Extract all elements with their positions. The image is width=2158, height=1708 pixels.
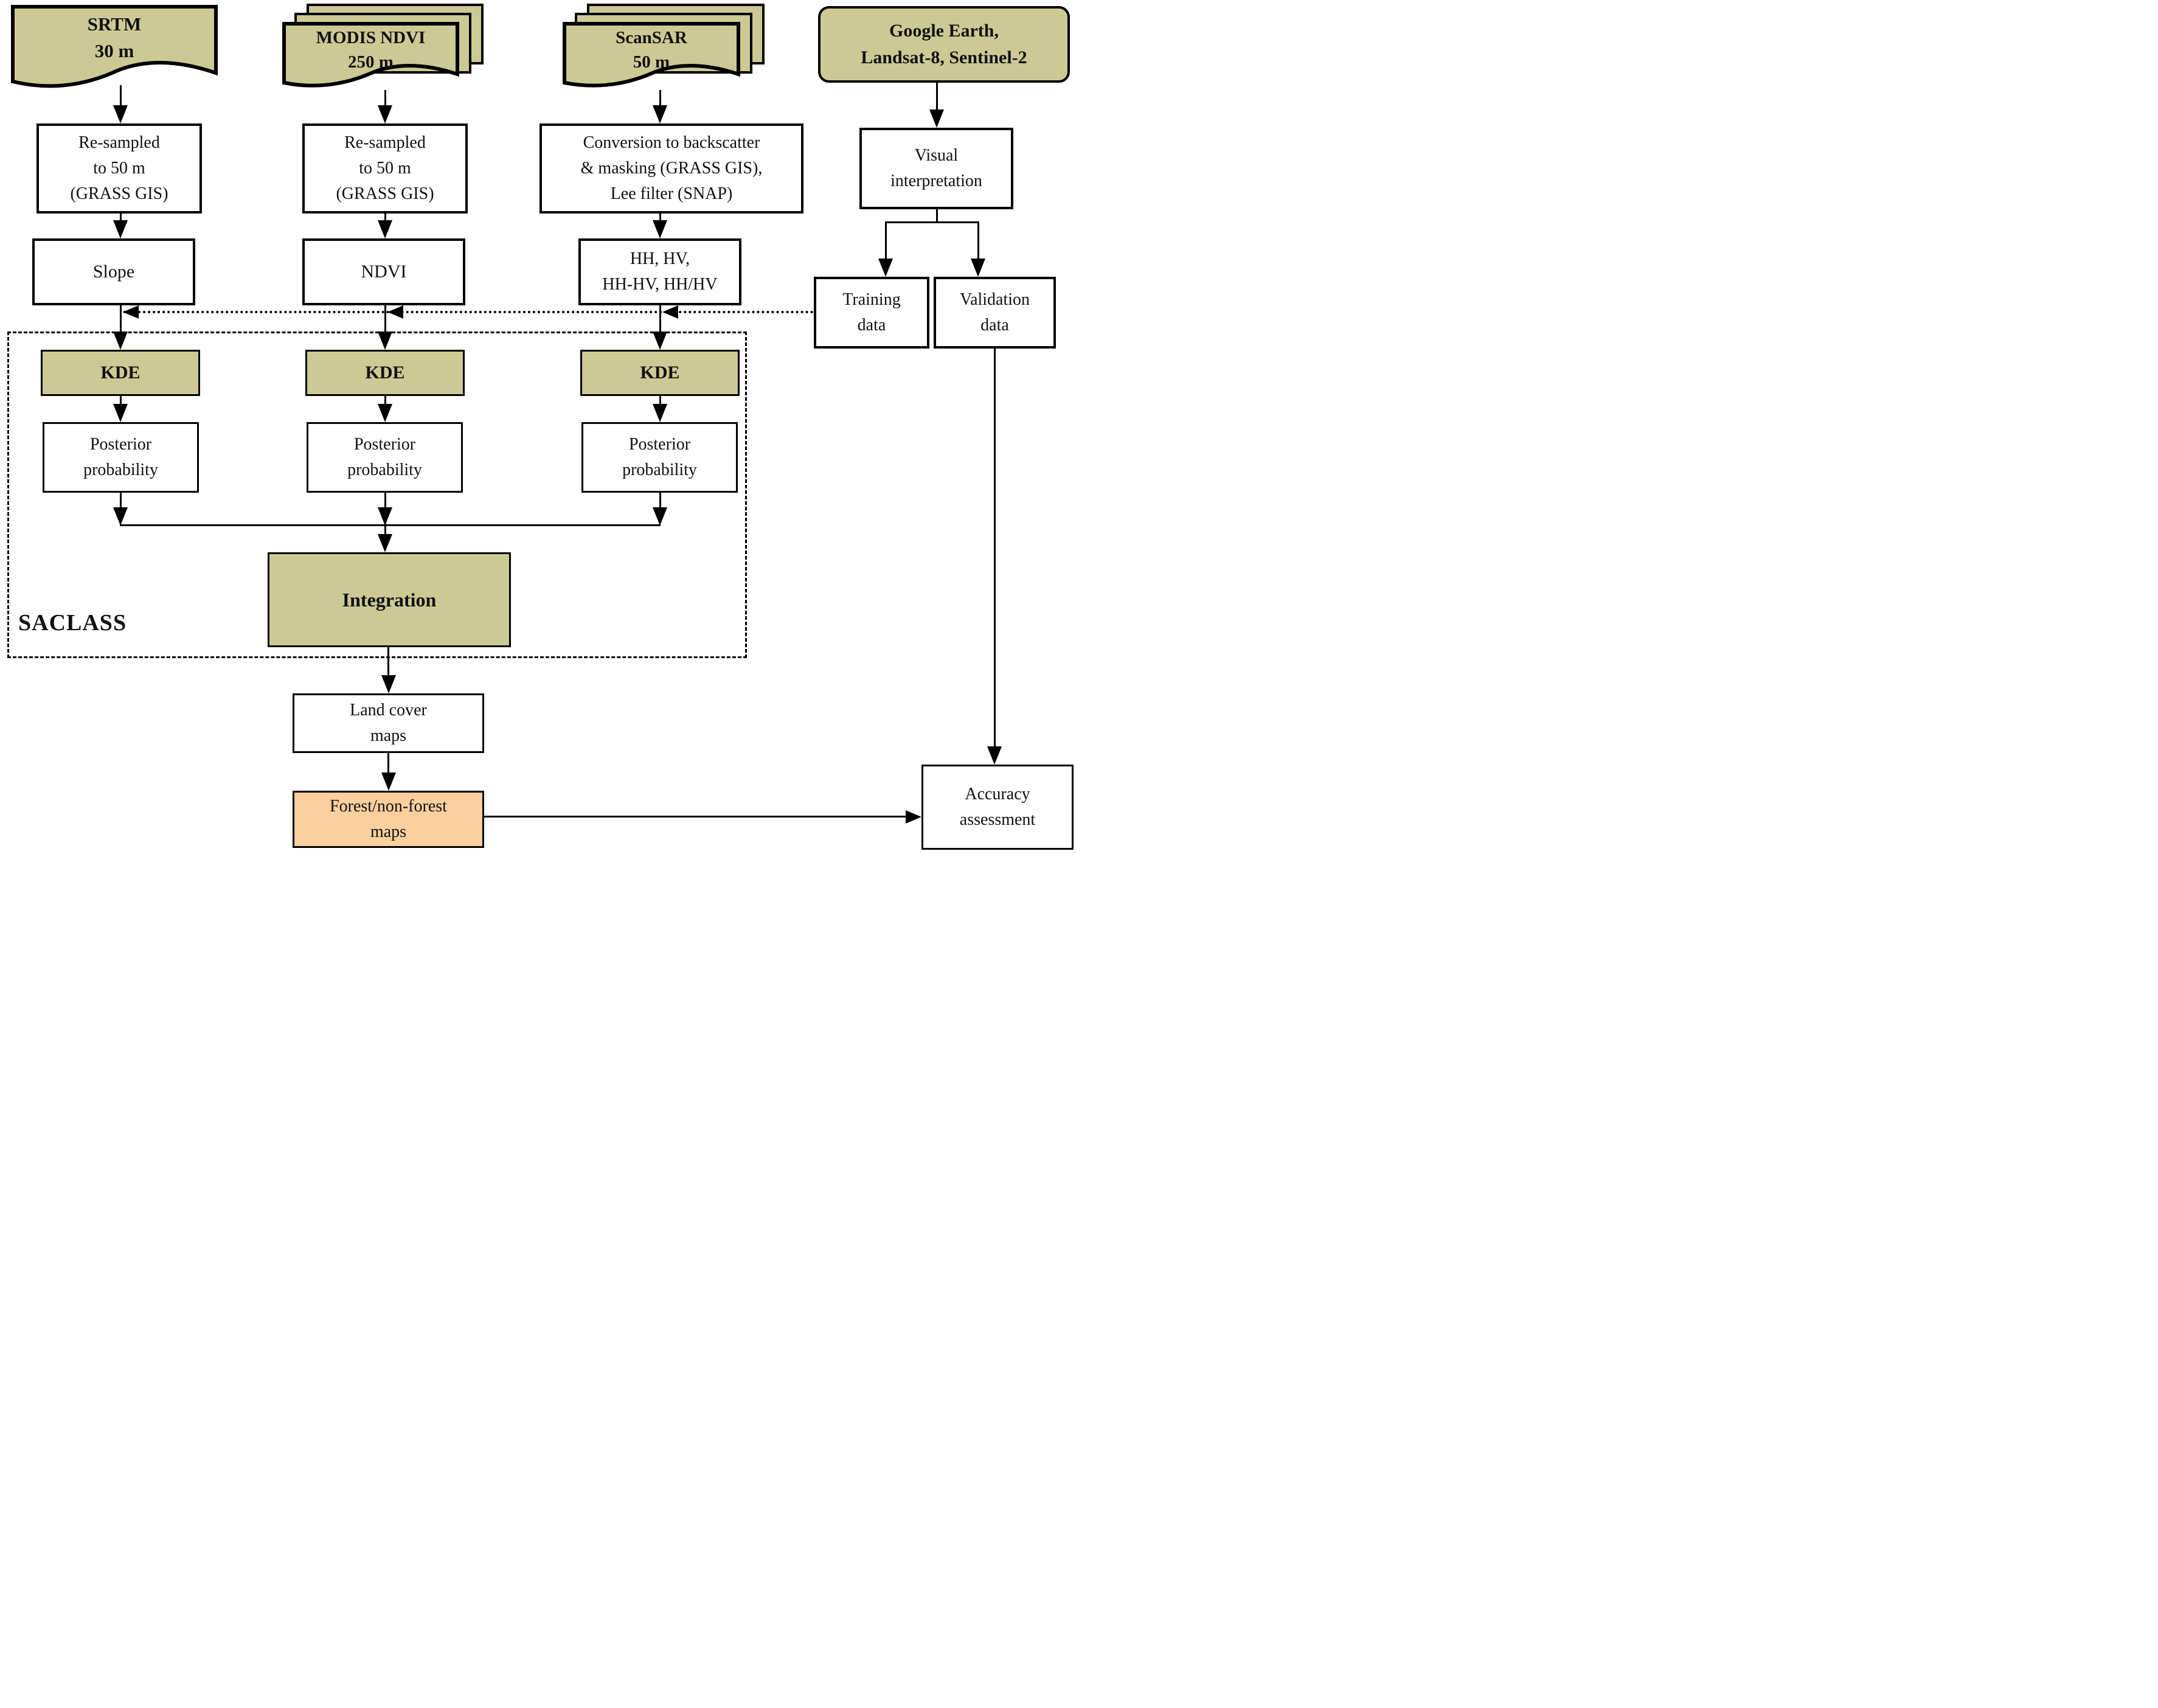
srtm-label-line2: 30 m: [94, 40, 134, 61]
sar-preprocessing-line3: Lee filter (SNAP): [610, 184, 733, 203]
arrowhead-down-icon: [113, 404, 128, 422]
resample-modis-line1: Re-sampled: [344, 133, 426, 152]
srtm-label-line1: SRTM: [87, 13, 142, 35]
arrowhead-left-icon: [662, 305, 678, 319]
node-scansar-source: ScanSAR 50 m: [563, 22, 740, 92]
node-srtm-source: SRTM 30 m: [11, 5, 218, 95]
arrowhead-left-icon: [387, 305, 403, 319]
training-data-line1: Training: [842, 290, 901, 309]
posterior-line2: probability: [83, 460, 158, 479]
sar-channels-line2: HH-HV, HH/HV: [602, 275, 718, 294]
arrowhead-down-icon: [113, 332, 128, 350]
accuracy-line1: Accuracy: [965, 785, 1030, 804]
arrowhead-down-icon: [113, 220, 128, 238]
modis-label-line2: 250 m: [348, 52, 394, 72]
flowchart-canvas: SRTM 30 m MODIS NDVI 250 m ScanSAR 50 m …: [0, 0, 1079, 854]
forest-maps-line1: Forest/non-forest: [330, 797, 447, 816]
saclass-boundary: [7, 332, 747, 658]
arrowhead-down-icon: [987, 746, 1002, 765]
resample-modis-line2: to 50 m: [359, 159, 411, 178]
node-land-cover-maps: Land cover maps: [293, 693, 484, 753]
document-shape-icon: [11, 5, 218, 88]
arrowhead-down-icon: [381, 675, 396, 693]
forest-maps-line2: maps: [370, 822, 407, 841]
document-shape-icon: [282, 22, 459, 88]
arrowhead-down-icon: [378, 507, 392, 526]
node-slope: Slope: [32, 238, 195, 305]
reference-label-line1: Google Earth,: [889, 21, 999, 41]
resample-srtm-line1: Re-sampled: [78, 133, 160, 152]
node-sar-preprocessing: Conversion to backscatter & masking (GRA…: [540, 123, 803, 214]
arrowhead-down-icon: [971, 259, 985, 277]
scansar-label-line1: ScanSAR: [616, 28, 687, 47]
resample-srtm-line3: (GRASS GIS): [70, 184, 168, 203]
resample-srtm-line2: to 50 m: [93, 159, 145, 178]
node-accuracy-assessment: Accuracy assessment: [921, 765, 1074, 850]
arrowhead-down-icon: [378, 404, 392, 422]
node-posterior-slope: Posterior probability: [43, 422, 199, 493]
training-data-line2: data: [857, 316, 886, 335]
kde-label: KDE: [100, 363, 141, 383]
arrowhead-down-icon: [878, 259, 893, 277]
node-modis-source: MODIS NDVI 250 m: [282, 22, 459, 92]
posterior-line1: Posterior: [628, 435, 691, 454]
modis-label-line1: MODIS NDVI: [316, 28, 426, 47]
kde-label: KDE: [365, 363, 405, 383]
arrowhead-right-icon: [906, 810, 921, 824]
arrowhead-down-icon: [113, 507, 128, 526]
arrowhead-down-icon: [378, 105, 392, 123]
visual-interpretation-line1: Visual: [914, 146, 959, 165]
posterior-line2: probability: [622, 460, 697, 479]
node-kde-sar: KDE: [580, 350, 740, 396]
kde-label: KDE: [640, 363, 680, 383]
node-visual-interpretation: Visual interpretation: [859, 128, 1013, 209]
sar-preprocessing-line2: & masking (GRASS GIS),: [580, 159, 763, 178]
land-cover-line1: Land cover: [350, 701, 427, 720]
arrowhead-down-icon: [653, 220, 667, 238]
arrowhead-down-icon: [381, 772, 396, 791]
posterior-line1: Posterior: [89, 435, 152, 454]
node-training-data: Training data: [814, 277, 929, 349]
arrowhead-down-icon: [653, 404, 667, 422]
node-validation-data: Validation data: [934, 277, 1056, 349]
node-posterior-ndvi: Posterior probability: [307, 422, 463, 493]
arrowhead-down-icon: [653, 507, 667, 526]
arrowhead-down-icon: [378, 534, 392, 552]
node-resample-modis: Re-sampled to 50 m (GRASS GIS): [302, 123, 468, 214]
node-kde-ndvi: KDE: [305, 350, 465, 396]
node-kde-slope: KDE: [41, 350, 200, 396]
land-cover-line2: maps: [370, 726, 407, 745]
ndvi-label: NDVI: [361, 262, 407, 282]
node-ndvi: NDVI: [302, 238, 465, 305]
posterior-line2: probability: [347, 460, 422, 479]
node-forest-maps: Forest/non-forest maps: [293, 791, 484, 848]
node-posterior-sar: Posterior probability: [581, 422, 738, 493]
sar-preprocessing-line1: Conversion to backscatter: [583, 133, 760, 152]
node-reference-source: Google Earth, Landsat-8, Sentinel-2: [818, 6, 1070, 83]
arrowhead-down-icon: [653, 332, 667, 350]
validation-data-line2: data: [980, 316, 1009, 335]
arrowhead-down-icon: [113, 105, 128, 123]
validation-data-line1: Validation: [959, 290, 1030, 309]
arrowhead-down-icon: [378, 332, 392, 350]
integration-label: Integration: [342, 589, 437, 611]
accuracy-line2: assessment: [959, 810, 1036, 829]
visual-interpretation-line2: interpretation: [890, 172, 982, 190]
posterior-line1: Posterior: [353, 435, 416, 454]
node-integration: Integration: [268, 552, 511, 647]
arrowhead-down-icon: [653, 105, 667, 123]
slope-label: Slope: [92, 262, 135, 282]
document-shape-icon: [563, 22, 740, 88]
arrowhead-left-icon: [123, 305, 139, 319]
saclass-label: SACLASS: [18, 610, 127, 636]
arrowhead-down-icon: [929, 109, 944, 128]
reference-label-line2: Landsat-8, Sentinel-2: [861, 47, 1027, 68]
arrowhead-down-icon: [378, 220, 392, 238]
sar-channels-line1: HH, HV,: [630, 249, 690, 268]
scansar-label-line2: 50 m: [633, 52, 670, 72]
resample-modis-line3: (GRASS GIS): [336, 184, 434, 203]
node-resample-srtm: Re-sampled to 50 m (GRASS GIS): [36, 123, 202, 214]
node-sar-channels: HH, HV, HH-HV, HH/HV: [578, 238, 741, 305]
